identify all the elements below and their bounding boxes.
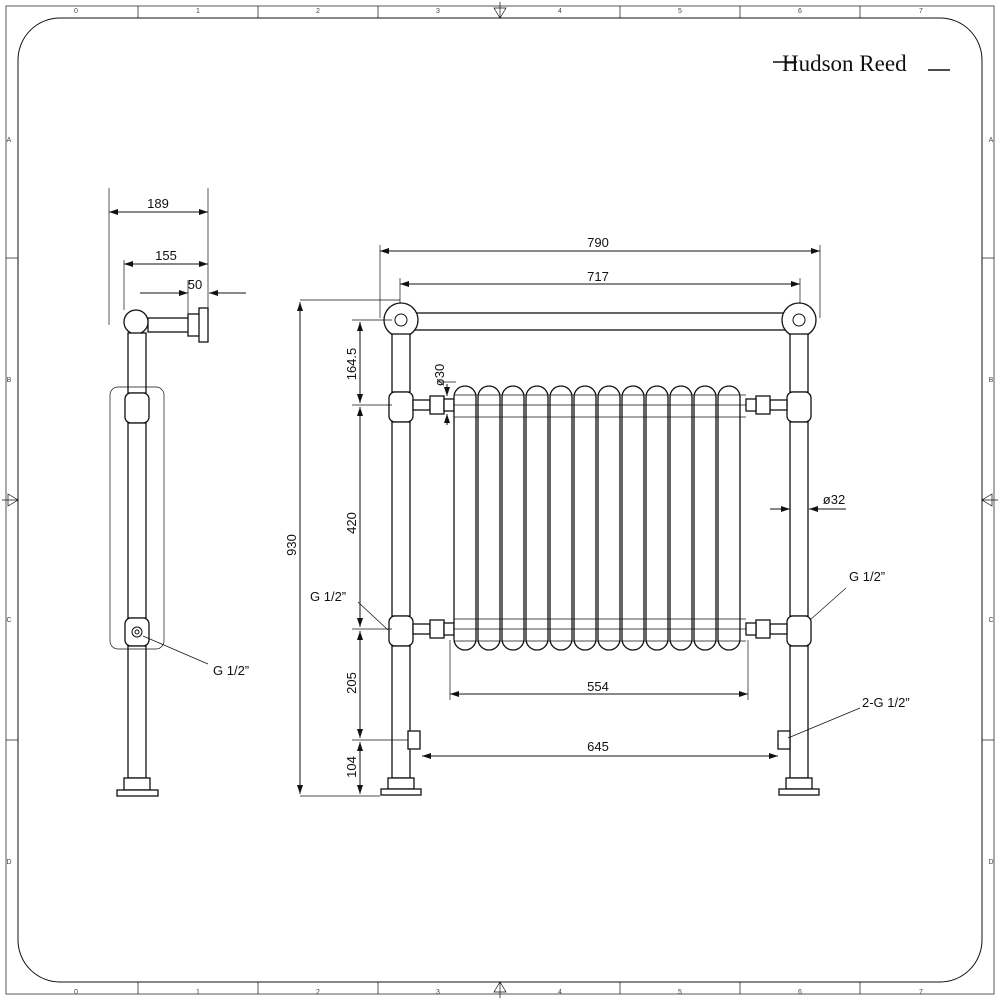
zone-col-3-top: 3 (436, 8, 440, 15)
zone-row-c-left: C (6, 617, 11, 624)
dim-leg-diameter: ø32 (823, 492, 845, 507)
center-mark-bottom-icon (493, 981, 507, 998)
zone-row-d-left: D (6, 859, 11, 866)
front-view: 790 717 (284, 235, 910, 797)
zone-col-3-bottom: 3 (436, 989, 440, 996)
dim-valve-to-floor: 104 (344, 756, 359, 778)
dim-side-189: 189 (147, 196, 169, 211)
zone-col-1-top: 1 (196, 8, 200, 15)
zone-row-c-right: C (988, 617, 993, 624)
zone-col-2-bottom: 2 (316, 989, 320, 996)
zone-col-0-top: 0 (74, 8, 78, 15)
dim-side-155: 155 (155, 248, 177, 263)
callout-front-left-inlet: G 1/2” (310, 589, 346, 604)
callout-bottom-valves: 2-G 1/2” (862, 695, 910, 710)
center-mark-right-icon (981, 493, 998, 507)
zone-col-5-bottom: 5 (678, 989, 682, 996)
dim-radiator-height: 420 (344, 512, 359, 534)
dim-column-diameter: ø30 (432, 364, 447, 386)
dim-overall-height: 930 (284, 534, 299, 556)
brand-logo: Hudson Reed (773, 51, 950, 76)
side-view: 189 155 50 G 1/2” (108, 188, 249, 797)
zone-col-1-bottom: 1 (196, 989, 200, 996)
zone-col-7-top: 7 (919, 8, 923, 15)
radiator-sections (453, 385, 746, 651)
zone-col-0-bottom: 0 (74, 989, 78, 996)
dim-top-to-radiator: 164.5 (344, 348, 359, 381)
zone-col-4-bottom: 4 (558, 989, 562, 996)
zone-col-2-top: 2 (316, 8, 320, 15)
dim-radiator-width: 554 (587, 679, 609, 694)
brand-name: Hudson Reed (782, 51, 907, 76)
zone-row-a-right: A (989, 137, 994, 144)
zone-col-4-top: 4 (558, 8, 562, 15)
center-mark-left-icon (2, 493, 19, 507)
dim-rail-width: 717 (587, 269, 609, 284)
zone-row-b-right: B (989, 377, 994, 384)
zone-col-5-top: 5 (678, 8, 682, 15)
dim-side-50: 50 (188, 277, 202, 292)
center-mark-top-icon (493, 2, 507, 19)
zone-row-a-left: A (7, 137, 12, 144)
zone-col-7-bottom: 7 (919, 989, 923, 996)
zone-row-d-right: D (988, 859, 993, 866)
dim-radiator-to-valve: 205 (344, 672, 359, 694)
zone-row-b-left: B (7, 377, 12, 384)
zone-col-6-bottom: 6 (798, 989, 802, 996)
callout-front-right-inlet: G 1/2” (849, 569, 885, 584)
callout-side-inlet: G 1/2” (213, 663, 249, 678)
zone-col-6-top: 6 (798, 8, 802, 15)
dim-overall-width: 790 (587, 235, 609, 250)
dim-valve-centres: 645 (587, 739, 609, 754)
